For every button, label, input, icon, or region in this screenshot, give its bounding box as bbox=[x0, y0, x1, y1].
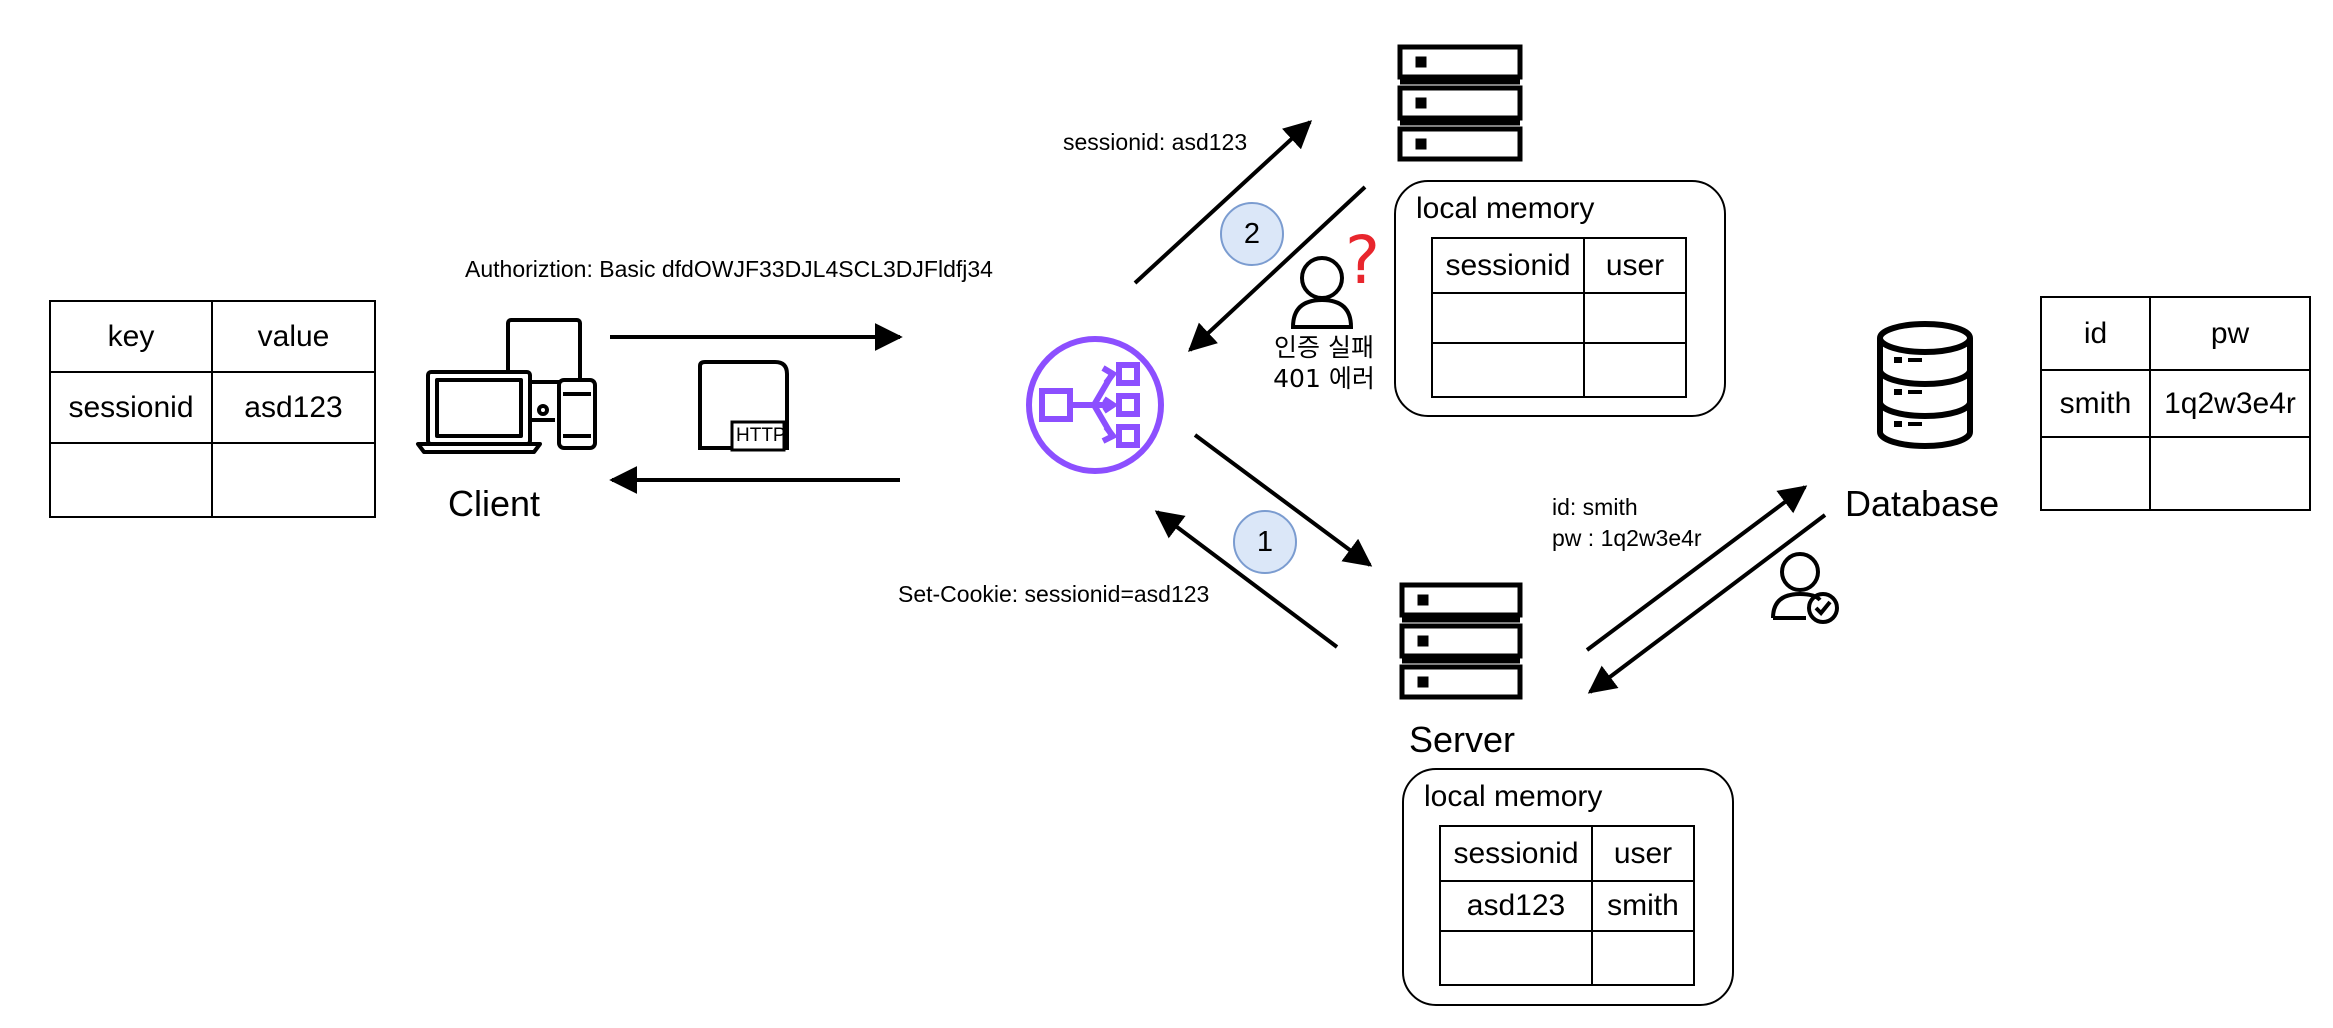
auth-fail-line1: 인증 실패 bbox=[1274, 333, 1374, 362]
auth-fail-line2: 401 에러 bbox=[1273, 364, 1375, 394]
lb-to-server-arrow bbox=[1193, 433, 1373, 567]
user-icon bbox=[1290, 256, 1354, 329]
database-icon bbox=[1877, 321, 1973, 449]
table-cell bbox=[2149, 436, 2311, 511]
table-cell: smith bbox=[1591, 880, 1695, 932]
credentials-pw-label: pw : 1q2w3e4r bbox=[1552, 525, 1702, 551]
client-cookie-table: key value sessionid asd123 bbox=[49, 300, 376, 518]
table-header: id bbox=[2040, 296, 2151, 371]
step-badge-1: 1 bbox=[1233, 510, 1297, 574]
table-cell bbox=[1583, 342, 1687, 398]
top-server-session-table: sessionid user bbox=[1431, 237, 1687, 398]
table-header: user bbox=[1583, 237, 1687, 294]
laptop-phone-icon bbox=[416, 318, 597, 454]
top-server-to-lb-arrow bbox=[1187, 185, 1367, 352]
table-header: key bbox=[49, 300, 213, 373]
table-header: user bbox=[1591, 825, 1695, 882]
question-mark-icon: ? bbox=[1345, 222, 1381, 299]
database-to-server-arrow bbox=[1587, 513, 1827, 694]
table-header: pw bbox=[2149, 296, 2311, 371]
table-cell bbox=[211, 442, 376, 518]
table-header: sessionid bbox=[1431, 237, 1585, 294]
table-cell: 1q2w3e4r bbox=[2149, 369, 2311, 438]
table-cell bbox=[1591, 930, 1695, 986]
local-memory-title: local memory bbox=[1416, 192, 1595, 225]
server-session-table: sessionid user asd123 smith bbox=[1439, 825, 1695, 986]
table-cell: asd123 bbox=[1439, 880, 1593, 932]
top-server-icon bbox=[1397, 44, 1523, 162]
table-cell bbox=[1431, 292, 1585, 344]
server-label: Server bbox=[1409, 719, 1516, 760]
top-server-local-memory: local memory sessionid user bbox=[1394, 180, 1726, 417]
table-cell bbox=[1583, 292, 1687, 344]
table-cell: sessionid bbox=[49, 371, 213, 444]
table-cell: smith bbox=[2040, 369, 2151, 438]
http-document-icon bbox=[698, 360, 789, 452]
set-cookie-label: Set-Cookie: sessionid=asd123 bbox=[898, 581, 1210, 607]
client-label: Client bbox=[448, 483, 541, 524]
lb-to-top-server-arrow bbox=[1133, 120, 1313, 285]
table-cell bbox=[1439, 930, 1593, 986]
credentials-id-label: id: smith bbox=[1552, 494, 1638, 520]
step-badge-2: 2 bbox=[1220, 202, 1284, 266]
table-cell bbox=[2040, 436, 2151, 511]
server-to-database-arrow bbox=[1585, 485, 1808, 652]
table-cell: asd123 bbox=[211, 371, 376, 444]
database-user-table: id pw smith 1q2w3e4r bbox=[2040, 296, 2311, 511]
server-icon bbox=[1399, 582, 1523, 700]
table-header: sessionid bbox=[1439, 825, 1593, 882]
table-cell bbox=[1431, 342, 1585, 398]
server-to-lb-arrow bbox=[1154, 510, 1339, 649]
request-header-label: Authoriztion: Basic dfdOWJF33DJL4SCL3DJF… bbox=[465, 256, 993, 282]
server-local-memory: local memory sessionid user asd123 smith bbox=[1402, 768, 1734, 1006]
table-header: value bbox=[211, 300, 376, 373]
auth-fail-text: 인증 실패 401 에러 bbox=[1262, 332, 1386, 395]
http-badge-label: HTTP bbox=[736, 425, 786, 446]
local-memory-title: local memory bbox=[1424, 780, 1603, 813]
user-verified-icon bbox=[1771, 552, 1839, 624]
load-balancer-icon bbox=[1026, 336, 1164, 474]
database-label: Database bbox=[1845, 483, 2000, 524]
forward-sessionid-label: sessionid: asd123 bbox=[1063, 129, 1248, 155]
table-cell bbox=[49, 442, 213, 518]
